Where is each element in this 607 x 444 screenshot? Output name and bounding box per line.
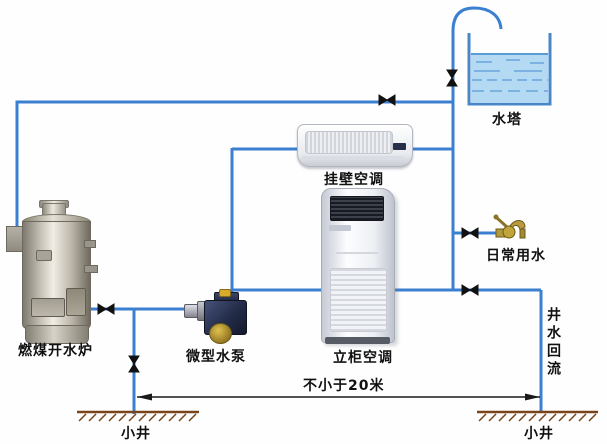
boiler-side-fitting — [84, 240, 96, 248]
boiler-side-fitting — [84, 265, 98, 273]
floor-ac-trim-line — [336, 252, 378, 254]
floor-ac-base — [325, 337, 390, 344]
dimension-arrow-right — [525, 393, 540, 401]
label-min-distance: 不小于20米 — [303, 378, 385, 394]
label-water-tower: 水塔 — [492, 112, 522, 128]
label-daily-water: 日常用水 — [486, 248, 546, 264]
valve-faucet — [461, 227, 479, 239]
water-tower-tank — [467, 33, 552, 106]
pipe-boiler-to-top-main — [15, 100, 453, 227]
boiler-door — [31, 298, 65, 317]
pipe-riser-and-tower-hook — [451, 6, 503, 290]
pump-yellow-cap — [219, 289, 231, 297]
label-coal-boiler: 燃煤开水炉 — [18, 343, 93, 359]
valve-return-line — [461, 284, 479, 296]
label-well-left: 小井 — [121, 426, 151, 442]
boiler-side-box — [66, 288, 86, 316]
label-micro-pump: 微型水泵 — [186, 349, 246, 365]
wall-ac-grille — [305, 131, 393, 154]
dimension-arrow-left — [137, 393, 152, 401]
boiler-base — [25, 325, 89, 344]
ground-left — [77, 410, 199, 422]
floor-ac-control — [329, 225, 351, 231]
label-floor-ac: 立柜空调 — [333, 350, 393, 366]
valves — [97, 69, 479, 373]
pump-brass-head — [209, 323, 232, 344]
floor-ac-top-grill — [330, 196, 384, 221]
label-wall-ac: 挂壁空调 — [324, 172, 384, 188]
label-well-return: 井水回流 — [545, 307, 561, 379]
valve-boiler-outlet — [97, 303, 115, 315]
valve-left-well — [128, 355, 140, 373]
label-well-right: 小井 — [524, 426, 554, 442]
boiler-plate — [36, 250, 52, 261]
floor-ac-bottom-vent — [330, 268, 387, 332]
valve-tower-riser — [446, 69, 458, 87]
faucet-icon — [493, 214, 526, 239]
wall-ac-flap — [302, 156, 404, 160]
wall-ac-display — [393, 143, 406, 150]
valve-top-main — [378, 94, 396, 106]
ground-right — [477, 410, 598, 422]
water-ripple-marks — [472, 59, 548, 92]
